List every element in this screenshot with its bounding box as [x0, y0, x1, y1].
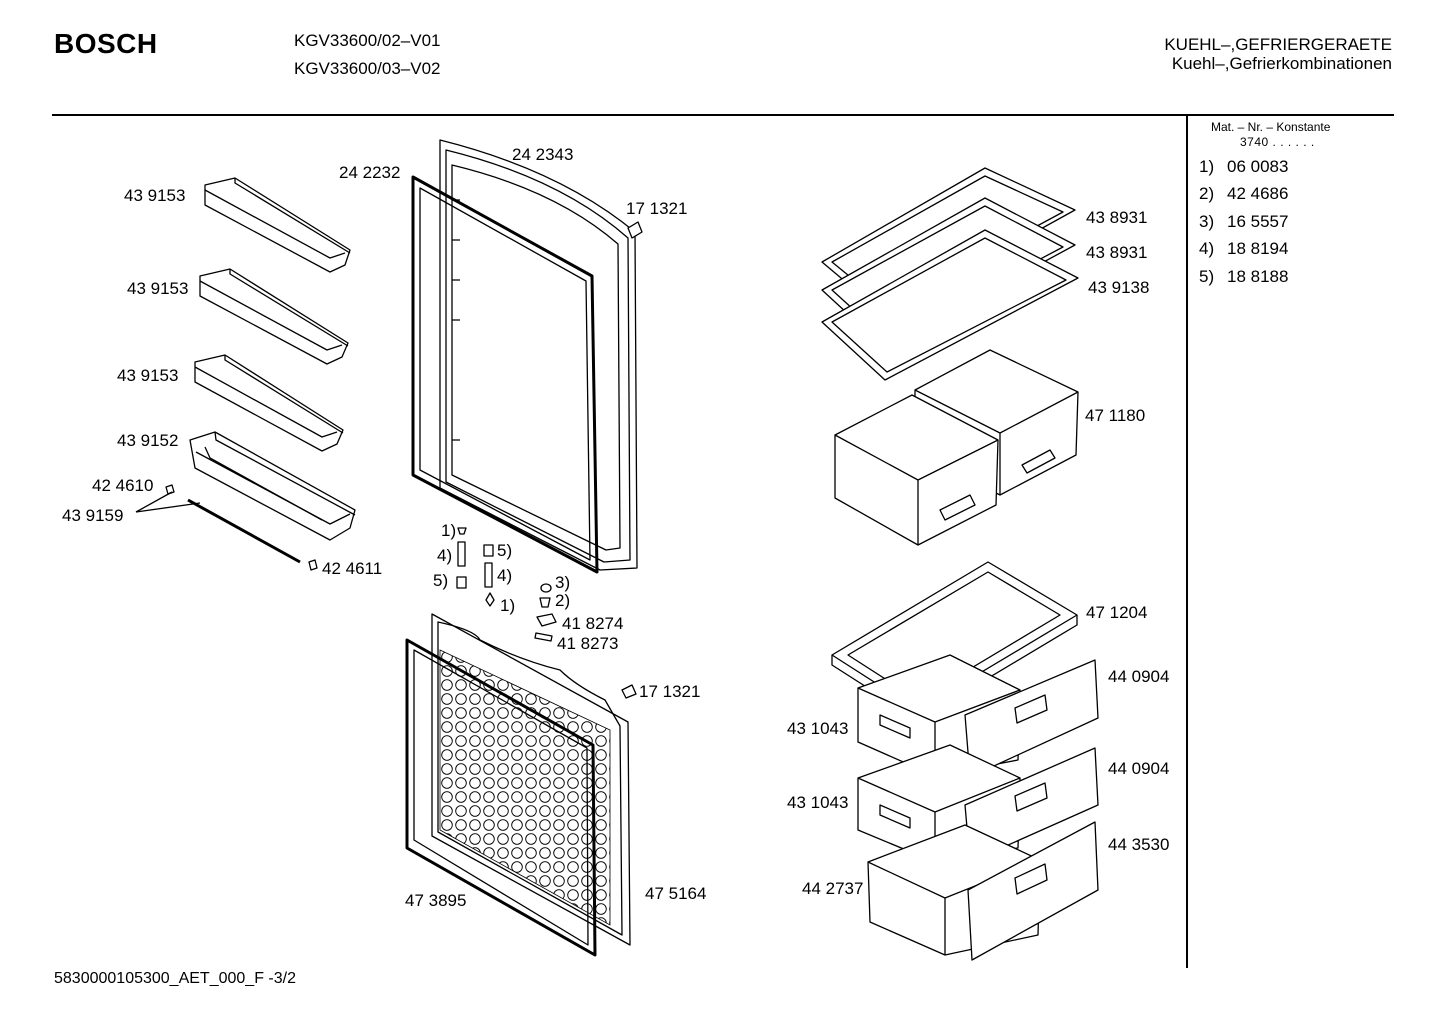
sidebar-divider — [1186, 116, 1188, 968]
category-title: KUEHL–,GEFRIERGERAETE — [1164, 35, 1392, 54]
door-shelf-3 — [194, 354, 344, 452]
label-cover-plate: 47 1204 — [1086, 603, 1147, 622]
constant-item-4: 4) 18 8194 — [1199, 239, 1288, 259]
lower-door — [431, 613, 631, 946]
glass-shelf-3 — [821, 229, 1079, 381]
label-drawer-1: 43 1043 — [787, 719, 848, 738]
door-shelf-2 — [199, 268, 349, 365]
label-drawer-2: 43 1043 — [787, 793, 848, 812]
label-shelf-4: 43 9152 — [117, 431, 178, 450]
label-hinge-a: 41 8274 — [562, 614, 623, 633]
drawer-front-3 — [967, 821, 1099, 961]
hinge-cover-upper-icon — [627, 221, 643, 239]
constant-code: 18 8188 — [1227, 267, 1289, 286]
label-glass-shelf-3: 43 9138 — [1088, 278, 1149, 297]
clip-right-icon — [308, 559, 318, 571]
constant-item-5: 5) 18 8188 — [1199, 267, 1288, 287]
header-divider — [52, 114, 1394, 116]
ref-marker: 5) — [433, 571, 448, 590]
ref-marker: 4) — [497, 566, 512, 585]
ref-marker: 1) — [441, 521, 456, 540]
constants-title: Mat. – Nr. – Konstante — [1211, 120, 1331, 134]
label-crisper: 47 1180 — [1085, 406, 1145, 425]
constant-num: 3) — [1199, 212, 1215, 231]
label-hinge-cover-lower: 17 1321 — [639, 682, 700, 701]
label-lower-door: 47 5164 — [645, 884, 706, 903]
label-glass-shelf-2: 43 8931 — [1086, 243, 1147, 262]
ref-marker: 3) — [555, 573, 570, 592]
lower-door-gasket — [405, 638, 597, 957]
upper-door-gasket — [411, 175, 599, 574]
constant-num: 4) — [1199, 239, 1215, 258]
brand-logo: BOSCH — [54, 28, 158, 59]
constant-item-1: 1) 06 0083 — [1199, 157, 1288, 177]
constant-code: 42 4686 — [1227, 184, 1289, 203]
constant-code: 16 5557 — [1227, 212, 1289, 231]
constant-item-3: 3) 16 5557 — [1199, 212, 1288, 232]
label-upper-door: 24 2343 — [512, 145, 573, 164]
constant-num: 1) — [1199, 157, 1215, 176]
document-id: 5830000105300_AET_000_F -3/2 — [54, 970, 296, 987]
label-hinge-b: 41 8273 — [557, 634, 618, 653]
label-shelf-1: 43 9153 — [124, 186, 185, 205]
label-drawer-front-1: 44 0904 — [1108, 667, 1169, 686]
constant-num: 5) — [1199, 267, 1215, 286]
label-hinge-cover-upper: 17 1321 — [626, 199, 687, 218]
label-shelf-2: 43 9153 — [127, 279, 188, 298]
label-shelf-3: 43 9153 — [117, 366, 178, 385]
label-glass-shelf-1: 43 8931 — [1086, 208, 1147, 227]
label-lower-gasket: 47 3895 — [405, 891, 466, 910]
clip-left-icon — [165, 484, 175, 495]
label-drawer-front-3: 44 3530 — [1108, 835, 1169, 854]
constant-code: 06 0083 — [1227, 157, 1289, 176]
model-number-1: KGV33600/02–V01 — [294, 31, 441, 50]
label-drawer-front-2: 44 0904 — [1108, 759, 1169, 778]
label-drawer-3: 44 2737 — [802, 879, 863, 898]
door-shelf-4 — [189, 431, 356, 541]
ref-marker: 2) — [555, 591, 570, 610]
bar-leader-lines — [135, 491, 201, 513]
category-subtitle: Kuehl–,Gefrierkombinationen — [1171, 54, 1392, 73]
label-clip-left: 42 4610 — [92, 476, 153, 495]
constants-value: 3740 . . . . . . — [1240, 135, 1315, 149]
label-bar: 43 9159 — [62, 506, 123, 525]
door-shelf-1 — [204, 177, 351, 273]
ref-marker: 1) — [500, 596, 515, 615]
hinge-hardware — [456, 527, 637, 699]
shelf-bar — [187, 498, 301, 564]
constant-num: 2) — [1199, 184, 1215, 203]
ref-marker: 4) — [437, 546, 452, 565]
model-number-2: KGV33600/03–V02 — [294, 59, 441, 78]
crisper-box — [834, 349, 1079, 546]
constant-code: 18 8194 — [1227, 239, 1289, 258]
constant-item-2: 2) 42 4686 — [1199, 184, 1288, 204]
label-upper-gasket: 24 2232 — [339, 163, 400, 182]
label-clip-right: 42 4611 — [322, 559, 382, 578]
ref-marker: 5) — [497, 541, 512, 560]
